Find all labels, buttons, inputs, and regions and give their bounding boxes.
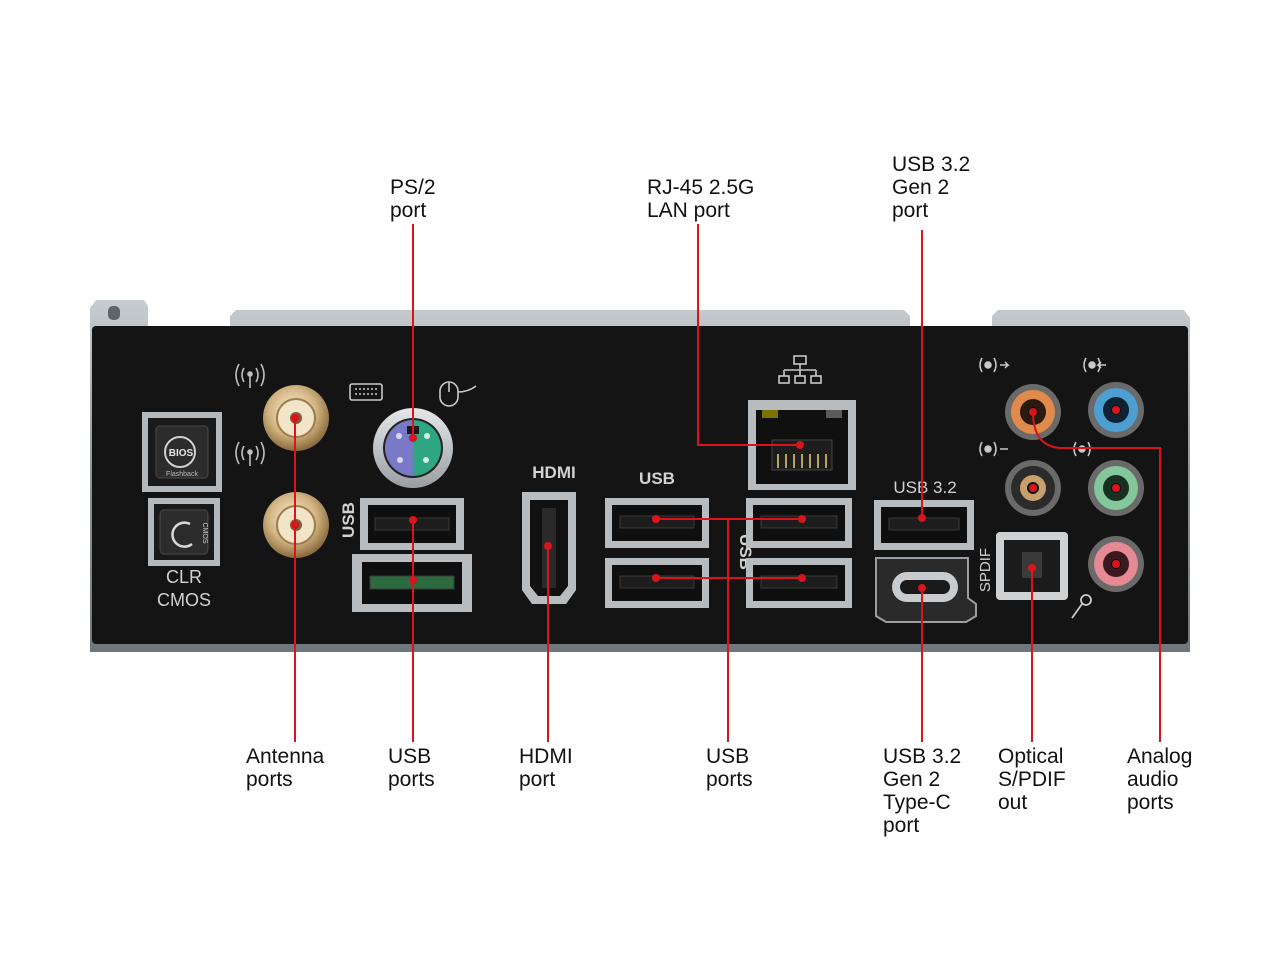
callout-line: USB 3.2 [892, 153, 971, 176]
callout-line: port [519, 768, 556, 791]
callout-line: ports [706, 768, 753, 791]
callout-usb-typec-port: USB 3.2 Gen 2 Type-C port [883, 745, 961, 837]
hdmi-silkscreen: HDMI [532, 463, 575, 482]
usb-vertical-label-left: USB [339, 502, 358, 538]
callout-hdmi-port: HDMI port [519, 745, 573, 791]
callout-lan-port: RJ-45 2.5G LAN port [647, 176, 754, 222]
bios-flashback-icon [164, 436, 196, 468]
usb-a-gen2-port [874, 500, 974, 550]
usb-a-port [605, 498, 709, 548]
clr-cmos-button: CMOS [148, 498, 220, 566]
callout-line: PS/2 [390, 176, 436, 199]
callout-line: Antenna [246, 745, 325, 768]
callout-usb-ports-left: USB ports [388, 745, 435, 791]
usb-a-port [605, 558, 709, 608]
spdif-silkscreen: SPDIF [977, 548, 994, 592]
bios-flashback-button: BIOS Flashback [142, 412, 222, 492]
bios-button-sublabel: Flashback [166, 471, 198, 478]
callout-usb-ports-mid: USB ports [706, 745, 753, 791]
audio-out-icon [979, 441, 1008, 457]
audio-in-icon [1083, 357, 1106, 373]
leader-audio [1032, 411, 1161, 742]
callout-line: HDMI [519, 745, 573, 768]
usb-a-port [746, 498, 852, 548]
usb-top-silkscreen: USB [639, 469, 675, 488]
callout-optical-spdif: Optical S/PDIF out [998, 745, 1066, 814]
bios-button-label: BIOS [169, 448, 194, 459]
callout-usb-gen2-port: USB 3.2 Gen 2 port [892, 153, 970, 222]
ps2-port [373, 408, 453, 488]
wifi-antenna-icon [235, 363, 265, 388]
callout-line: RJ-45 2.5G [647, 176, 755, 199]
leader-lan [697, 224, 800, 446]
callout-antenna-ports: Antenna ports [246, 745, 324, 791]
leader-endpoints [291, 406, 1120, 592]
cmos-button-label: CMOS [201, 523, 208, 544]
refresh-icon [171, 521, 193, 548]
wifi-antenna-icon [235, 441, 265, 466]
audio-out-icon [979, 357, 1010, 373]
callout-line: port [892, 199, 929, 222]
callout-line: ports [388, 768, 435, 791]
callout-line: Type-C [883, 791, 951, 814]
callout-line: Gen 2 [892, 176, 950, 199]
network-icon [778, 355, 822, 384]
callout-line: ports [1127, 791, 1174, 814]
keyboard-icon [349, 383, 383, 401]
callout-line: S/PDIF [998, 768, 1066, 791]
callout-line: out [998, 791, 1028, 814]
callout-line: Gen 2 [883, 768, 941, 791]
callout-line: port [390, 199, 427, 222]
leader-usb-mid [656, 518, 802, 742]
callout-line: Optical [998, 745, 1064, 768]
leader-lines [294, 224, 1161, 742]
callout-line: USB [706, 745, 750, 768]
microphone-icon [1071, 594, 1092, 619]
callout-line: LAN port [647, 199, 730, 222]
clr-cmos-label-line1: CLR [166, 567, 202, 587]
callout-analog-audio: Analog audio ports [1127, 745, 1192, 814]
mouse-icon [439, 381, 477, 407]
callout-ps2-port: PS/2 port [390, 176, 436, 222]
callout-line: USB 3.2 [883, 745, 962, 768]
usb32-silkscreen: USB 3.2 [893, 478, 956, 497]
callout-line: port [883, 814, 920, 837]
callout-line: ports [246, 768, 293, 791]
callout-line: Analog [1127, 745, 1193, 768]
usb-type-c-port [875, 557, 977, 623]
callout-line: audio [1127, 768, 1179, 791]
callout-line: USB [388, 745, 432, 768]
usb-a-port [746, 558, 852, 608]
clr-cmos-label-line2: CMOS [157, 590, 211, 610]
